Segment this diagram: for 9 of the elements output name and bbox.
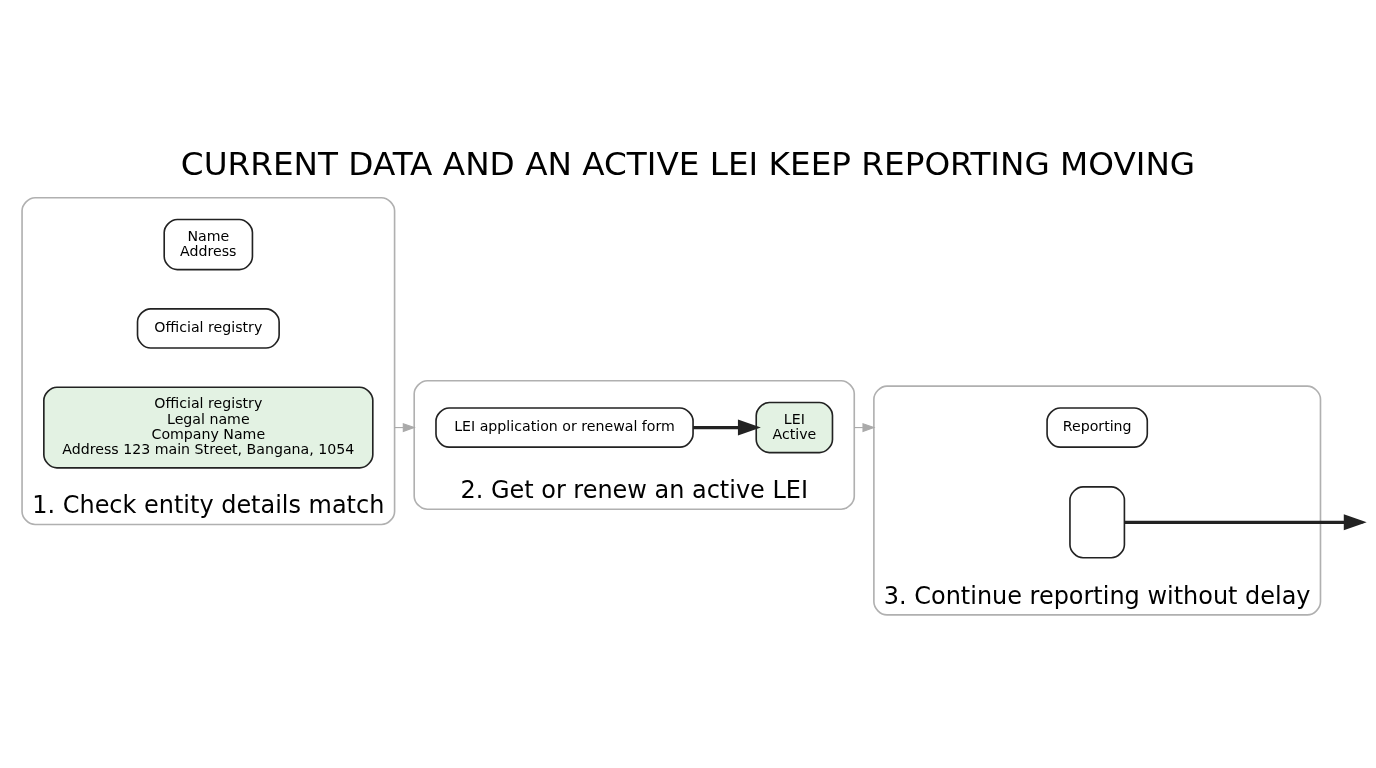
diagram-title: CURRENT DATA AND AN ACTIVE LEI KEEP REPORTING MOVING — [180, 144, 1196, 183]
node-box: Name Address — [163, 218, 254, 271]
node-box: LEI Active — [755, 401, 834, 454]
arrow — [693, 419, 761, 436]
node-box: LEI application or renewal form — [435, 407, 694, 448]
node-box — [1069, 486, 1126, 559]
node-box: Official registry Legal name Company Name Address 123 main Street, Bangana, 1054 — [43, 386, 374, 469]
node-box: Reporting — [1046, 407, 1149, 448]
node-box: Official registry — [136, 308, 280, 349]
